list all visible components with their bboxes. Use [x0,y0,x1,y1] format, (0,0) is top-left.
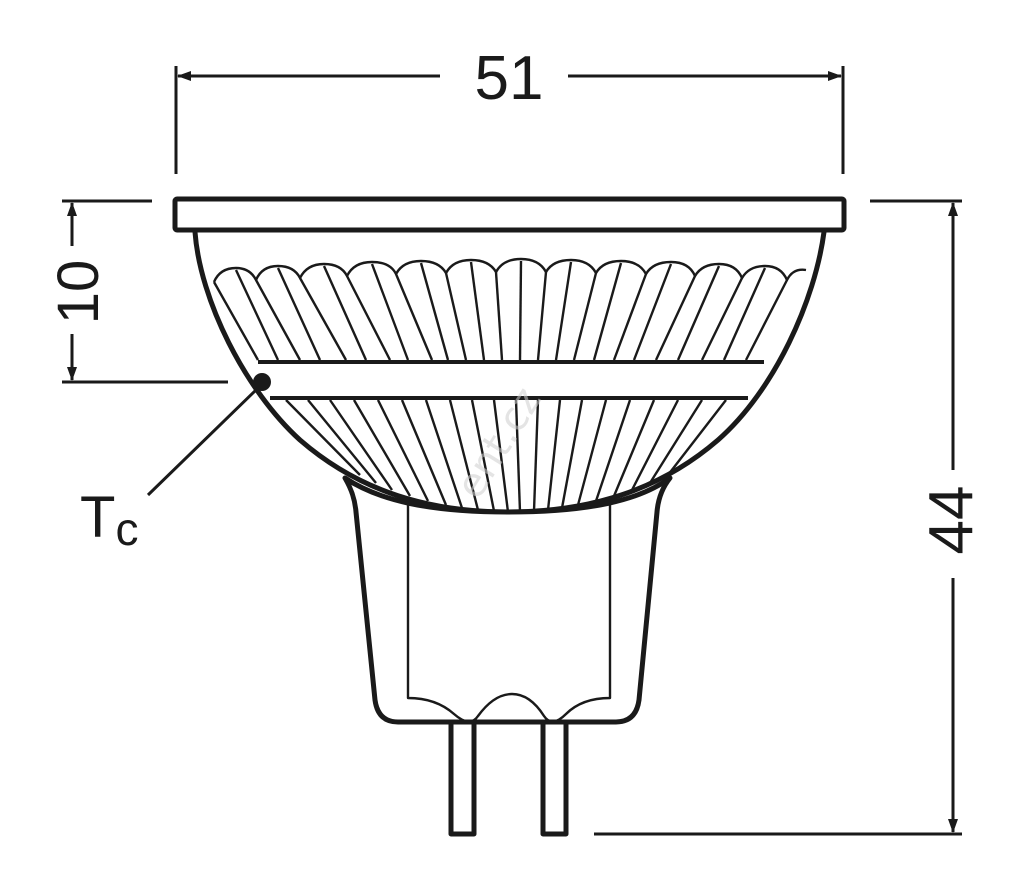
reflector-facets-upper [212,257,807,361]
lamp-base [342,475,673,725]
pin-left [448,719,477,837]
tc-label-main: T [80,485,115,550]
lamp [172,196,847,837]
width-dimension [174,66,845,174]
tc-point-dot [253,373,271,391]
tc-leader-line [146,386,260,497]
reflector-band [258,360,764,400]
rim-height-dimension [62,199,228,384]
front-glass-rim [172,196,847,233]
reflector-shell [192,231,827,515]
pin-right [540,719,569,837]
total-height-dimension-label: 44 [917,486,986,555]
width-dimension-label: 51 [475,44,544,113]
total-height-dimension [594,199,962,836]
tc-label-sub: c [115,503,138,555]
reflector-facets-lower [285,399,727,513]
tc-label: Tc [80,485,138,555]
lamp-base-inner [406,498,612,723]
tc-callout [146,373,271,497]
rim-height-dimension-label: 10 [46,260,111,325]
